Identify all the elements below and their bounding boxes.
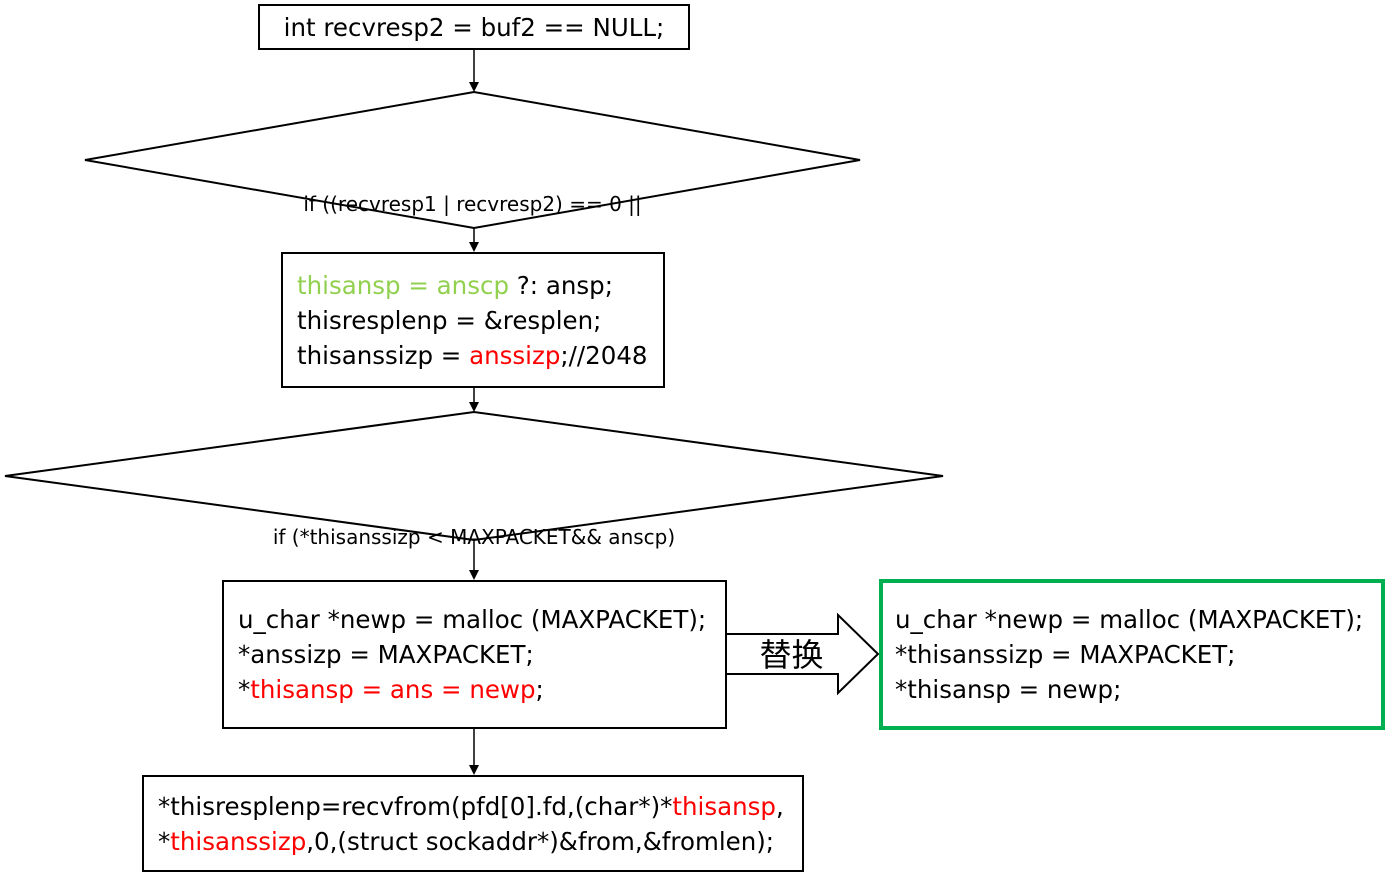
arrow-4-head: [469, 570, 479, 580]
code-line-1: u_char *newp = malloc (MAXPACKET);: [895, 605, 1364, 634]
code-text: *: [158, 826, 171, 856]
code-text: ?: ansp;: [509, 270, 613, 300]
code-text: thisanssizp =: [297, 340, 470, 370]
arrow-3-head: [469, 402, 479, 412]
process-box-malloc-original: u_char *newp = malloc (MAXPACKET); *anss…: [222, 580, 727, 729]
code-text: ,: [775, 791, 784, 821]
condition-line: if (*thisanssizp < MAXPACKET&& anscp): [272, 525, 676, 549]
code-text: ;//2048: [560, 340, 648, 370]
code-text: ;: [535, 675, 544, 704]
highlighted-code: thisansp: [672, 791, 776, 821]
replace-block-arrow: [724, 612, 880, 696]
condition-line-1: if ((recvresp1 | recvresp2) == 0 ||: [303, 192, 642, 216]
code-text: *thisresplenp=recvfrom(pfd[0].fd,(char*)…: [158, 791, 673, 821]
replace-arrow-label: 替换: [759, 636, 824, 674]
code-line-1: *thisresplenp=recvfrom(pfd[0].fd,(char*)…: [158, 789, 802, 824]
code-line-1: thisansp = anscp ?: ansp;: [297, 268, 663, 303]
code-line-1: u_char *newp = malloc (MAXPACKET);: [238, 605, 707, 634]
condition-diamond-maxpacket: [4, 410, 944, 542]
process-box-recvresp2: int recvresp2 = buf2 == NULL;: [258, 4, 690, 50]
highlighted-code: thisanssizp: [170, 826, 307, 856]
code-line-2: thisresplenp = &resplen;: [297, 305, 602, 335]
highlighted-code: anssizp: [469, 340, 561, 370]
code-line-3: *thisansp = newp;: [895, 675, 1122, 704]
condition-diamond-recvresp: [84, 90, 861, 230]
highlighted-code: thisansp = ans = newp: [250, 675, 536, 704]
code-line-2: *thisanssizp = MAXPACKET;: [895, 640, 1236, 669]
arrow-2-head: [469, 242, 479, 252]
condition-text-maxpacket: if (*thisanssizp < MAXPACKET&& anscp): [5, 462, 943, 612]
process-box-malloc-replacement: u_char *newp = malloc (MAXPACKET); *this…: [879, 579, 1385, 730]
code-line-3: *thisansp = ans = newp;: [238, 672, 725, 707]
code-line-3: thisanssizp = anssizp;//2048: [297, 338, 663, 373]
code-line: int recvresp2 = buf2 == NULL;: [283, 12, 665, 42]
code-text: ,0,(struct sockaddr*)&from,&fromlen);: [306, 826, 775, 856]
code-text: *: [238, 675, 251, 704]
code-line-2: *anssizp = MAXPACKET;: [238, 640, 534, 669]
process-box-thisansp: thisansp = anscp ?: ansp; thisresplenp =…: [281, 252, 665, 388]
process-box-recvfrom: *thisresplenp=recvfrom(pfd[0].fd,(char*)…: [142, 775, 804, 872]
code-line-2: *thisanssizp,0,(struct sockaddr*)&from,&…: [158, 824, 802, 859]
arrow-5-head: [469, 765, 479, 775]
arrow-1-head: [469, 82, 479, 92]
highlighted-code: thisansp = anscp: [297, 270, 509, 300]
